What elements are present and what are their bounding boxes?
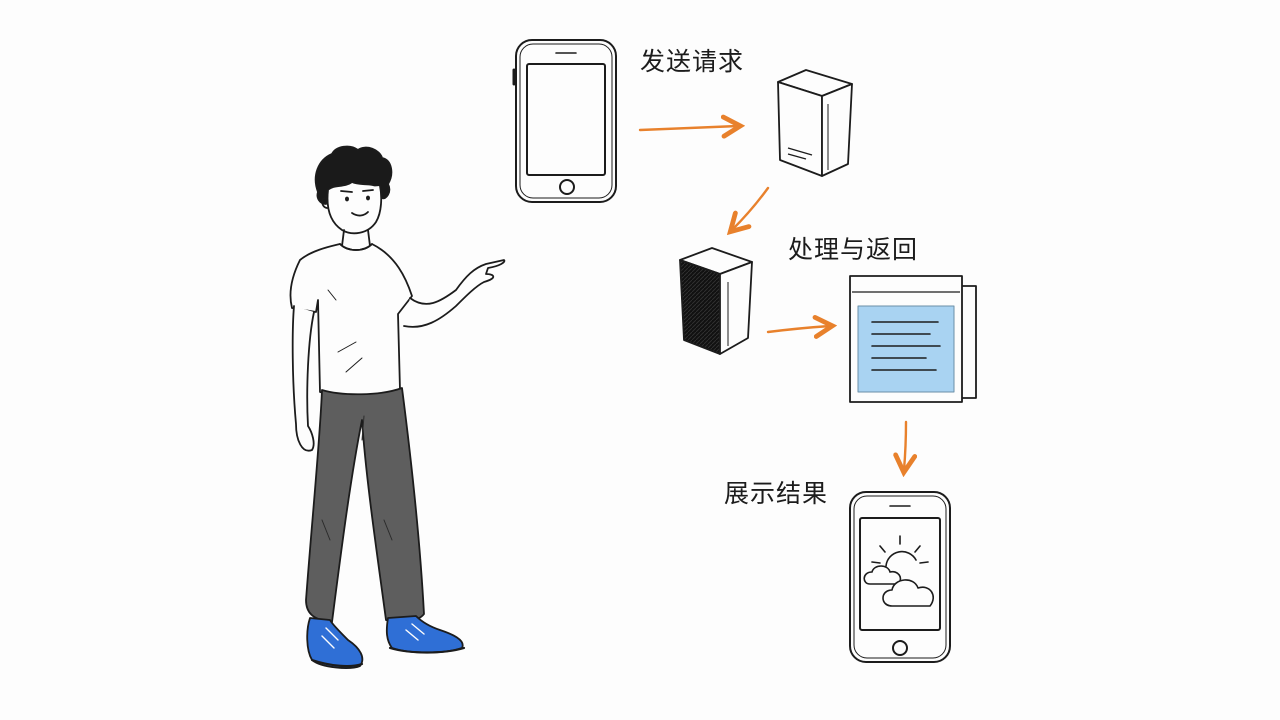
arrow-icon <box>904 420 906 470</box>
person-left-shoe <box>306 617 364 669</box>
person-hair <box>314 145 393 205</box>
document-icon <box>849 275 977 403</box>
arrow-icon <box>766 326 830 332</box>
step-label-process: 处理与返回 <box>788 235 919 264</box>
step-label-send: 发送请求 <box>640 47 745 76</box>
phone-icon <box>512 39 617 203</box>
arrow-icon <box>638 126 738 130</box>
weather-icon <box>863 535 934 607</box>
server-icon <box>679 247 753 355</box>
person-pants <box>305 387 425 623</box>
person-face <box>326 185 383 235</box>
step-label-show: 展示结果 <box>724 479 829 508</box>
person-illustration <box>289 145 506 669</box>
person-right-shoe <box>385 615 464 654</box>
server-icon <box>777 69 853 177</box>
arrow-icon <box>732 186 770 230</box>
